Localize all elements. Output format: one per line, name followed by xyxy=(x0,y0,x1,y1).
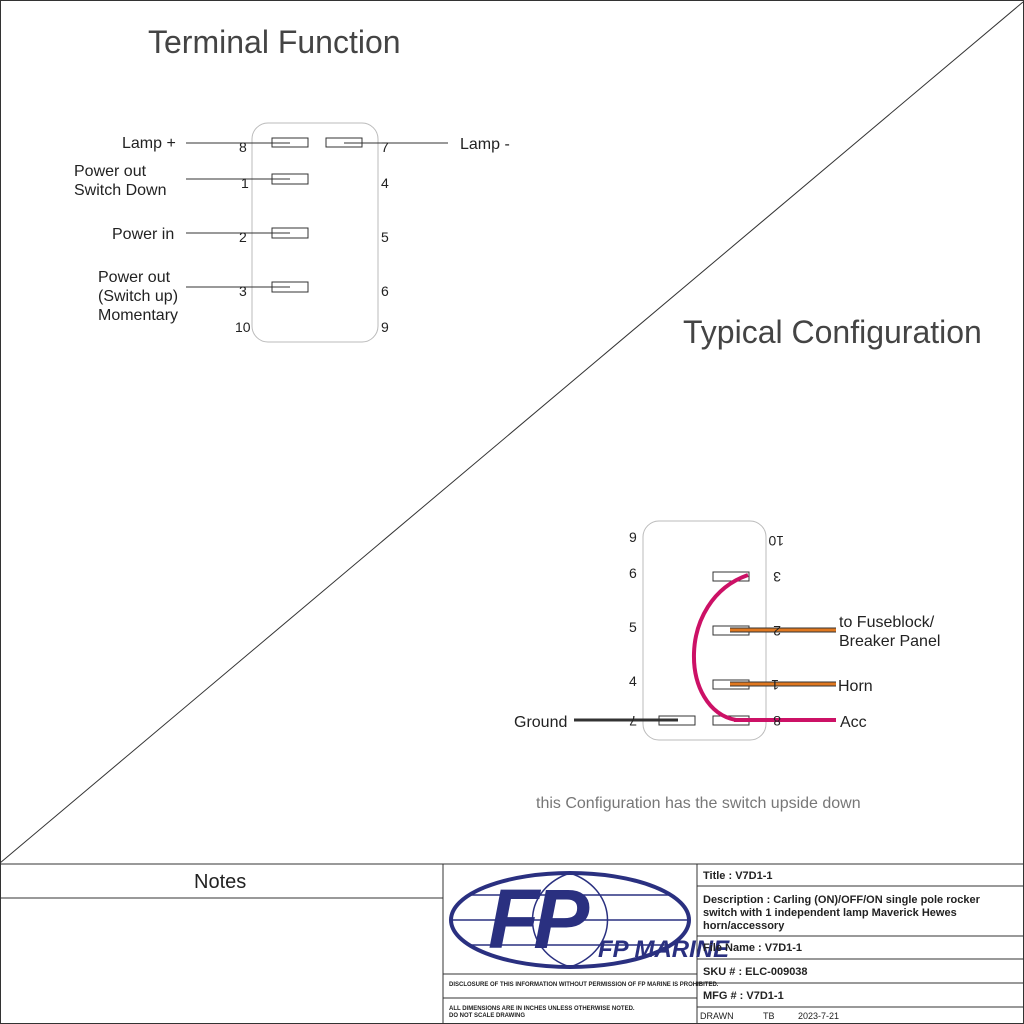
terminal-number: 10 xyxy=(768,533,784,549)
terminal-number: 8 xyxy=(239,139,247,155)
power-out-down-label: Switch Down xyxy=(74,182,166,199)
ground-label: Ground xyxy=(514,714,567,731)
dimensions-note: ALL DIMENSIONS ARE IN INCHES UNLESS OTHE… xyxy=(449,1006,635,1012)
description-line: Description : Carling (ON)/OFF/ON single… xyxy=(703,894,981,906)
terminal-function-title: Terminal Function xyxy=(148,24,401,60)
terminal-number: 7 xyxy=(629,713,637,729)
mfg-number: MFG # : V7D1-1 xyxy=(703,990,784,1002)
power-out-up-label: (Switch up) xyxy=(98,288,178,305)
typical-configuration-switch xyxy=(574,520,836,741)
terminal-number: 5 xyxy=(381,229,389,245)
fuseblock-label: to Fuseblock/ xyxy=(839,614,935,631)
description-line: switch with 1 independent lamp Maverick … xyxy=(703,907,957,919)
horn-label: Horn xyxy=(838,678,873,695)
drawn-by: TB xyxy=(763,1011,775,1021)
terminal-number: 10 xyxy=(235,319,251,335)
terminal-number: 6 xyxy=(629,565,637,581)
power-in-label: Power in xyxy=(112,226,174,243)
terminal-number: 1 xyxy=(241,175,249,191)
terminal-number: 2 xyxy=(239,229,247,245)
logo-wordmark: FP MARINE xyxy=(598,936,730,963)
power-out-down-label: Power out xyxy=(74,163,147,180)
typical-configuration-title: Typical Configuration xyxy=(683,314,982,350)
diagonal-divider xyxy=(0,1,1024,864)
terminal-number: 2 xyxy=(773,623,781,639)
lamp-plus-label: Lamp + xyxy=(122,135,176,152)
terminal-number: 3 xyxy=(773,569,781,585)
jumper-wire xyxy=(692,573,749,722)
sku-number: SKU # : ELC-009038 xyxy=(703,966,808,978)
terminal-number: 4 xyxy=(381,175,389,191)
terminal-number: 7 xyxy=(381,139,389,155)
acc-label: Acc xyxy=(840,714,867,731)
logo-fp-letters: FP xyxy=(488,872,590,966)
fuseblock-label: Breaker Panel xyxy=(839,633,940,650)
scale-note: DO NOT SCALE DRAWING xyxy=(449,1013,525,1019)
file-name: File Name : V7D1-1 xyxy=(703,942,802,954)
terminal-number: 6 xyxy=(381,283,389,299)
notes-heading: Notes xyxy=(194,871,246,893)
disclosure-text: DISCLOSURE OF THIS INFORMATION WITHOUT P… xyxy=(449,982,719,988)
terminal-number: 5 xyxy=(629,619,637,635)
terminal-number: 9 xyxy=(381,319,389,335)
description-line: horn/accessory xyxy=(703,920,785,932)
terminal-function-switch xyxy=(186,122,448,343)
terminal-number: 1 xyxy=(771,677,779,693)
drawn-label: DRAWN xyxy=(700,1011,734,1021)
power-out-up-label: Momentary xyxy=(98,307,178,324)
terminal-number: 3 xyxy=(239,283,247,299)
terminal-number: 9 xyxy=(629,529,637,545)
upside-down-note: this Configuration has the switch upside… xyxy=(536,795,861,812)
fp-marine-logo: FP xyxy=(449,871,691,969)
power-out-up-label: Power out xyxy=(98,269,171,286)
terminal-number: 4 xyxy=(629,673,637,689)
drawing-title: Title : V7D1-1 xyxy=(703,870,773,882)
terminal-number: 8 xyxy=(773,713,781,729)
lamp-minus-label: Lamp - xyxy=(460,136,510,153)
title-block xyxy=(0,863,1024,1024)
drawn-date: 2023-7-21 xyxy=(798,1011,839,1021)
